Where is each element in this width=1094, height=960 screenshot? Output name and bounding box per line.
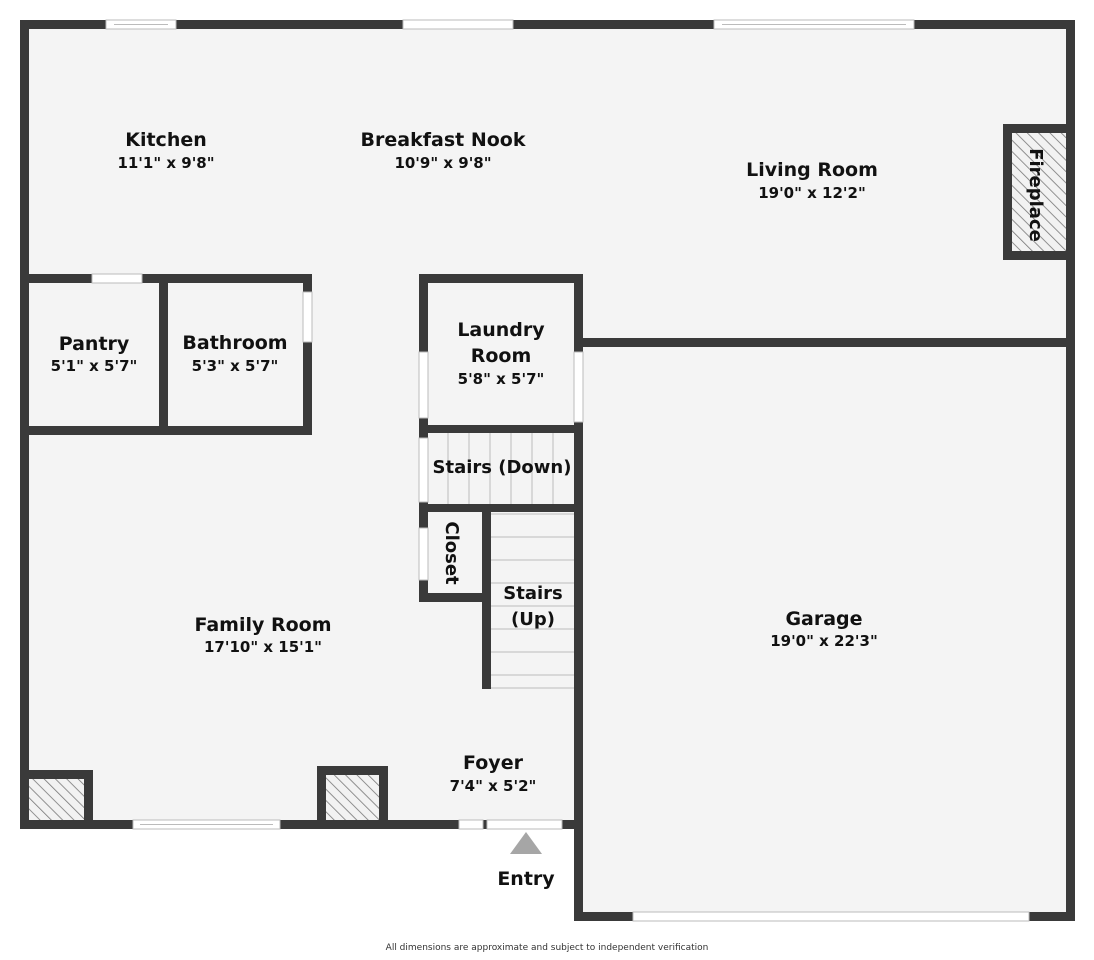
- breakfast-nook-label: Breakfast Nook: [361, 129, 526, 151]
- pantry-dims: 5'1" x 5'7": [51, 357, 138, 375]
- stairs-down-label: Stairs (Down): [433, 457, 572, 478]
- garage-door-opening: [632, 911, 1030, 922]
- entry-label: Entry: [497, 868, 555, 890]
- fireplace-hearth: [1012, 133, 1066, 251]
- window-laundry-left: [418, 351, 429, 419]
- stairs-down-treads: [447, 433, 554, 504]
- stairs-up-label-1: Stairs: [503, 583, 562, 604]
- laundry-room-label-1: Laundry: [457, 319, 545, 341]
- entry-door-opening: [486, 819, 563, 830]
- corner-column-left: [29, 779, 84, 820]
- kitchen-label: Kitchen: [125, 129, 207, 151]
- family-room-dims: 17'10" x 15'1": [204, 638, 322, 656]
- entry-arrow-icon: [510, 832, 542, 854]
- window-bathroom-side: [302, 291, 313, 343]
- breakfast-nook-dims: 10'9" x 9'8": [394, 154, 491, 172]
- window-pantry: [91, 273, 143, 284]
- window-closet: [418, 527, 429, 581]
- kitchen-dims: 11'1" x 9'8": [117, 154, 214, 172]
- living-room-dims: 19'0" x 12'2": [758, 184, 866, 202]
- window-nook-top: [402, 19, 514, 30]
- hatched-columns: [29, 133, 1066, 820]
- living-room-label: Living Room: [746, 159, 878, 181]
- fireplace-label: Fireplace: [1025, 148, 1046, 242]
- laundry-room-label-2: Room: [471, 345, 532, 367]
- stairs-up-label-2: (Up): [511, 609, 555, 630]
- corner-column-center: [326, 775, 379, 820]
- window-laundry-right: [573, 351, 584, 423]
- foyer-dims: 7'4" x 5'2": [450, 777, 537, 795]
- windows: [91, 19, 1030, 922]
- garage-dims: 19'0" x 22'3": [770, 632, 878, 650]
- pantry-label: Pantry: [59, 333, 130, 355]
- bathroom-label: Bathroom: [182, 332, 287, 354]
- family-room-label: Family Room: [194, 614, 331, 636]
- laundry-room-dims: 5'8" x 5'7": [458, 370, 545, 388]
- window-foyer-small: [458, 819, 484, 830]
- floor-area: [24, 24, 1070, 916]
- window-stairs-down: [418, 437, 429, 503]
- disclaimer-text: All dimensions are approximate and subje…: [385, 943, 709, 953]
- bathroom-dims: 5'3" x 5'7": [192, 357, 279, 375]
- stairs-up-treads: [491, 513, 574, 689]
- closet-label: Closet: [441, 521, 462, 585]
- garage-label: Garage: [785, 608, 862, 630]
- foyer-label: Foyer: [463, 752, 524, 774]
